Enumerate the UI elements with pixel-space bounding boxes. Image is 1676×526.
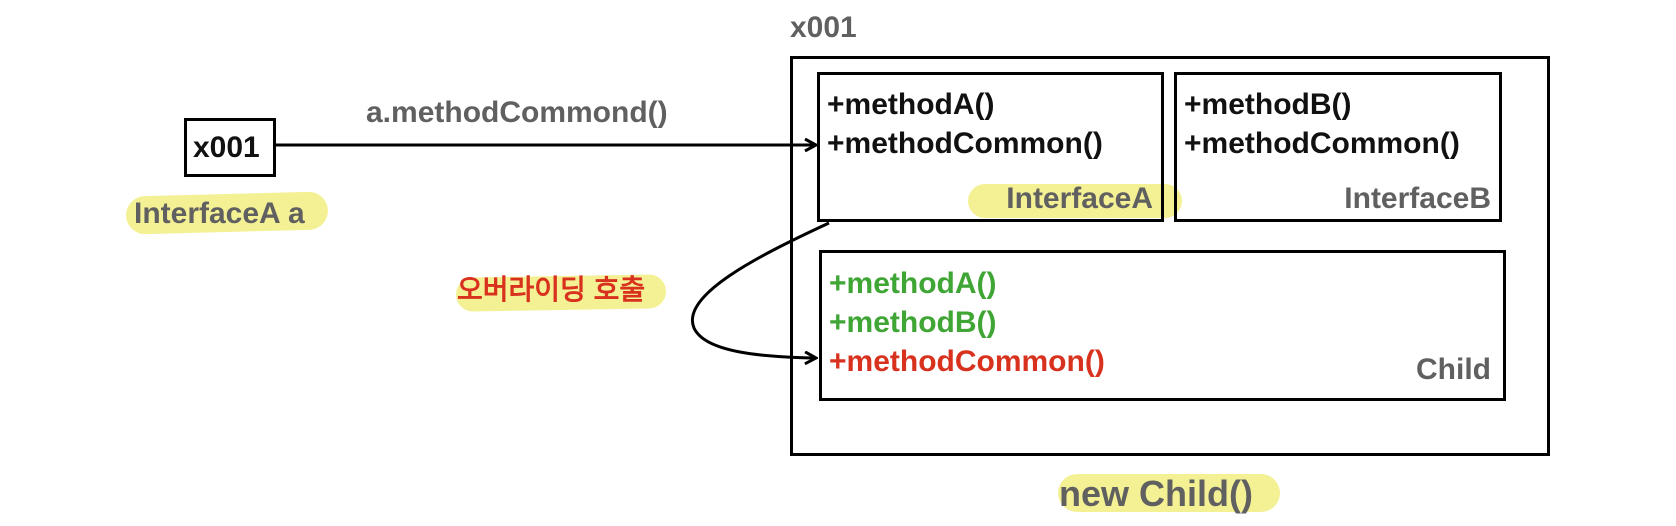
interfaceA-method: +methodA() (827, 88, 995, 121)
interfaceA-box: +methodA() +methodCommon() InterfaceA (817, 72, 1164, 222)
highlight-new-child (1058, 474, 1280, 512)
child-name: Child (1416, 353, 1491, 386)
override-call-label: 오버라이딩 호출 (457, 274, 646, 305)
child-method-override: +methodCommon() (829, 345, 1105, 378)
interfaceB-box: +methodB() +methodCommon() InterfaceB (1174, 72, 1502, 222)
instance-box (790, 56, 1550, 456)
interfaceB-name: InterfaceB (1344, 182, 1491, 215)
instance-address: x001 (790, 11, 857, 44)
instance-caption: new Child() (1059, 473, 1253, 514)
child-method: +methodB() (829, 306, 997, 339)
interfaceA-name: InterfaceA (1006, 182, 1153, 215)
interfaceB-method: +methodCommon() (1184, 127, 1460, 160)
call-label: a.methodCommond() (366, 96, 668, 129)
reference-label: InterfaceA a (134, 197, 305, 230)
child-box: +methodA() +methodB() +methodCommon() Ch… (819, 250, 1506, 401)
override-arrow (690, 221, 830, 358)
child-method: +methodA() (829, 267, 997, 300)
reference-address: x001 (193, 131, 260, 164)
highlight-interfaceA (968, 184, 1182, 218)
reference-box: x001 (184, 118, 276, 177)
interfaceB-method: +methodB() (1184, 88, 1352, 121)
interfaceA-method: +methodCommon() (827, 127, 1103, 160)
